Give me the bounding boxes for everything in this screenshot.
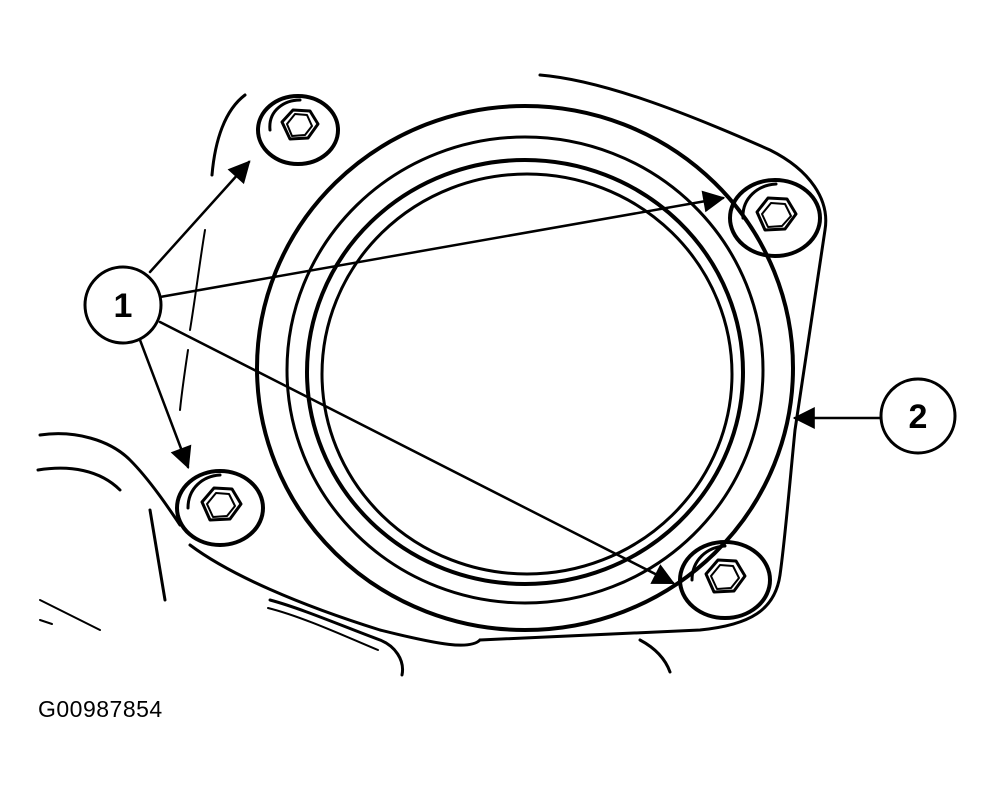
callout-1-leaders [138, 160, 726, 585]
bolt-bottom-left[interactable] [175, 469, 265, 547]
callout-2-label: 2 [909, 398, 928, 436]
figure-id-label: G00987854 [38, 696, 163, 722]
bolt-top-left[interactable] [256, 94, 340, 166]
callout-1-label: 1 [114, 287, 133, 325]
bore-rings [255, 104, 795, 632]
callout-1-bubble[interactable]: 1 [83, 265, 163, 345]
bolt-bottom-right[interactable] [678, 540, 772, 620]
housing-outline [36, 73, 828, 677]
callout-2-bubble[interactable]: 2 [879, 377, 957, 455]
bolt-top-right[interactable] [728, 178, 822, 258]
